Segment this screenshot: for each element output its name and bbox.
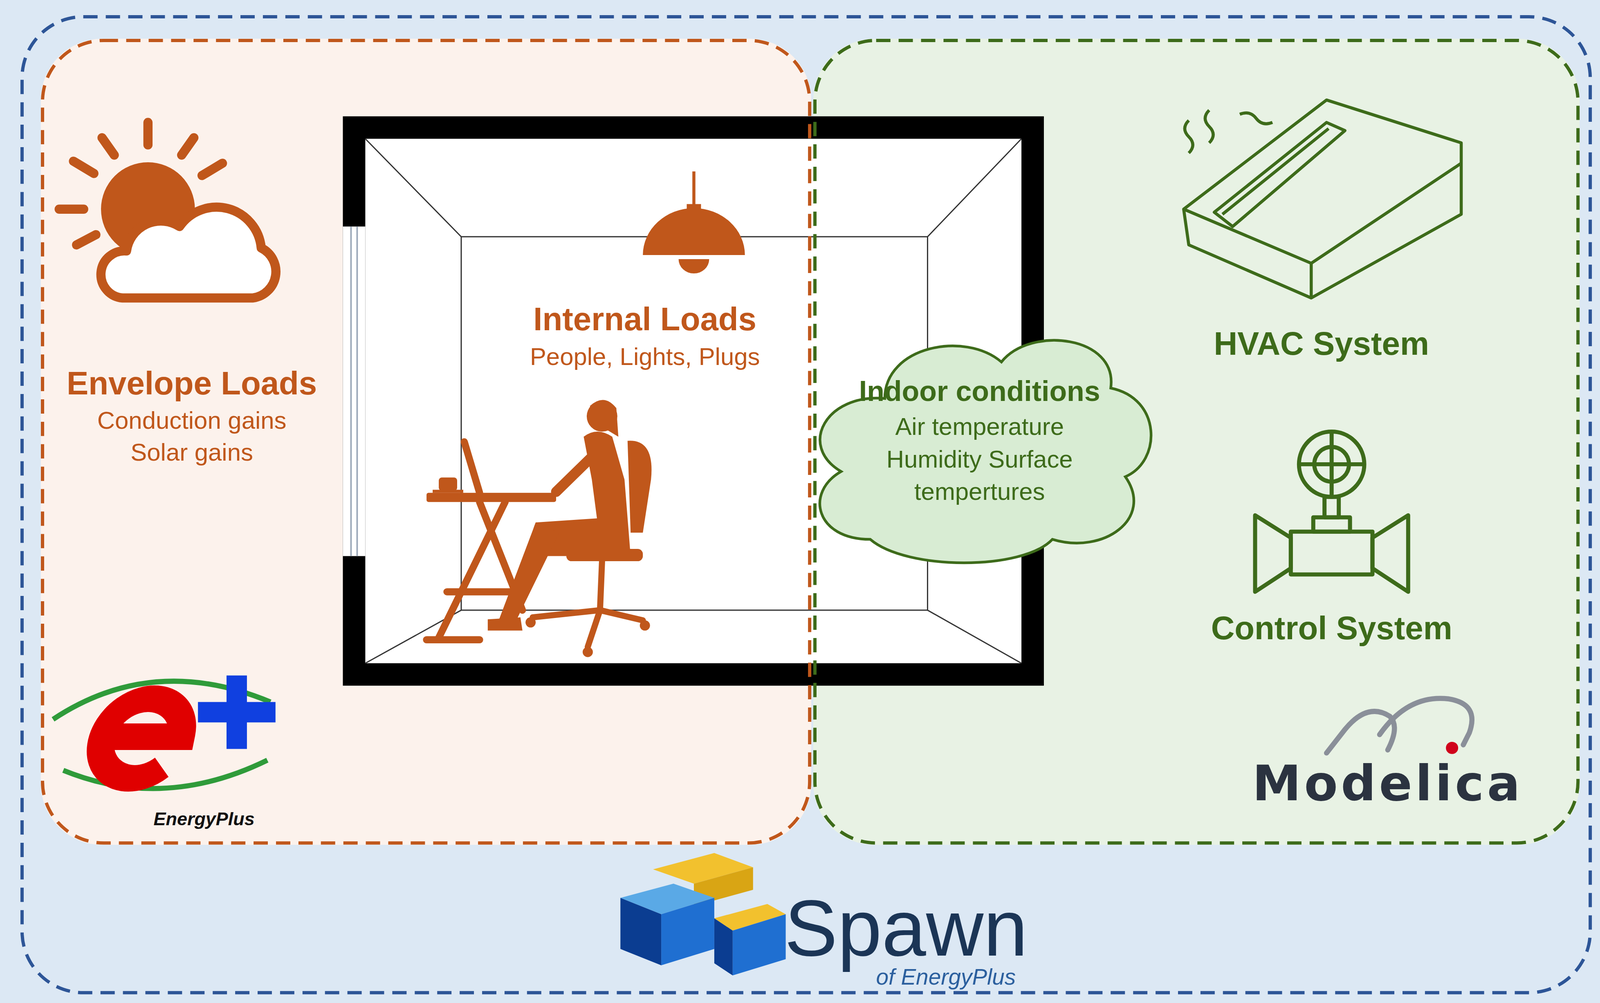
heading: Internal Loads <box>533 298 757 341</box>
valve-icon <box>1255 431 1409 593</box>
logo-wordmark: Modelica <box>1252 751 1524 816</box>
heading: HVAC System <box>1213 322 1430 366</box>
body-text: People, Lights, Plugs <box>529 341 761 373</box>
sun-cloud-icon <box>59 122 277 299</box>
logo-wordmark: EnergyPlus <box>153 807 255 832</box>
indoor-conditions-cloud: Indoor conditionsAir temperature Humidit… <box>797 309 1162 571</box>
modelica-logo <box>1326 698 1473 755</box>
heading: Indoor conditions <box>859 372 1101 411</box>
logo-subtitle: of EnergyPlus <box>875 962 1016 992</box>
energyplus-logo <box>53 675 276 790</box>
spawn-logo-icon <box>620 853 786 977</box>
lamp <box>642 171 746 274</box>
spawn-region: Spawnof EnergyPlusEnvelope LoadsConducti… <box>20 15 1592 995</box>
cloud-text: Indoor conditionsAir temperature Humidit… <box>852 372 1108 509</box>
modelica-region: HVAC SystemControl SystemModelica Indoor … <box>813 38 1580 845</box>
heading: Control System <box>1211 607 1453 650</box>
body-text: Air temperature Humidity Surface tempert… <box>852 410 1108 509</box>
dashed-outline <box>20 15 1592 995</box>
body-text: Conduction gains Solar gains <box>82 404 302 469</box>
energyplus-region: Envelope LoadsConduction gains Solar gai… <box>40 38 812 845</box>
person-at-desk <box>426 400 652 658</box>
region-fills <box>40 38 1580 846</box>
hvac-unit-icon <box>1183 100 1462 299</box>
heading: Envelope Loads <box>66 362 317 405</box>
